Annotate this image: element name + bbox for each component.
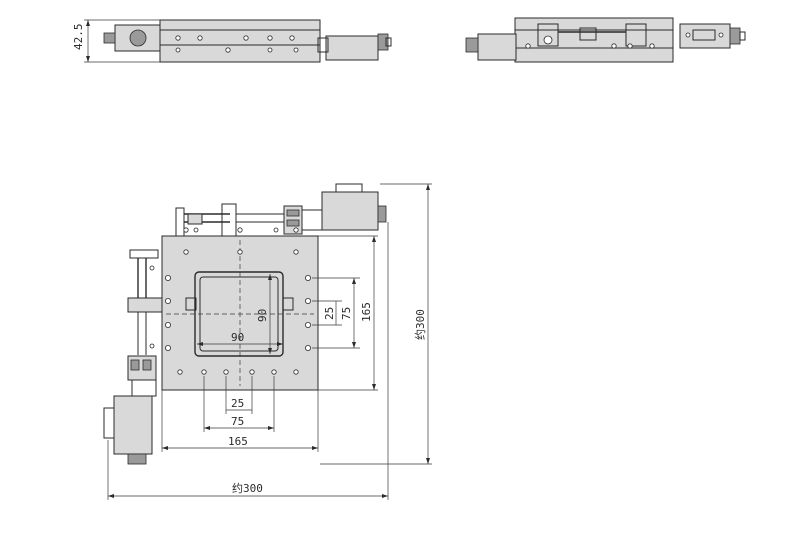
dim-hole-pitch-large-v: 165 — [360, 302, 373, 322]
dim-hole-pitch-small-v: 25 — [323, 307, 336, 320]
dim-hole-pitch-mid-h: 75 — [231, 415, 244, 428]
plate-holes — [164, 227, 311, 375]
side-view-right — [465, 17, 746, 63]
dim-overall-height: 约300 — [414, 309, 427, 340]
dim-aperture-height: 90 — [256, 309, 269, 322]
side-view-left: 42.5 — [72, 19, 392, 63]
top-mechanism — [175, 183, 387, 237]
main-top-view: 90 90 25 75 165 约300 25 — [103, 183, 432, 500]
side-view-left-holes — [175, 35, 299, 53]
dim-overall-width: 约300 — [232, 482, 263, 495]
left-mechanism — [103, 249, 163, 465]
dim-hole-pitch-small-h: 25 — [231, 397, 244, 410]
dim-hole-pitch-mid-v: 75 — [340, 307, 353, 320]
dim-top-height: 42.5 — [72, 24, 85, 51]
dim-aperture-width: 90 — [231, 331, 244, 344]
dim-hole-pitch-large-h: 165 — [228, 435, 248, 448]
